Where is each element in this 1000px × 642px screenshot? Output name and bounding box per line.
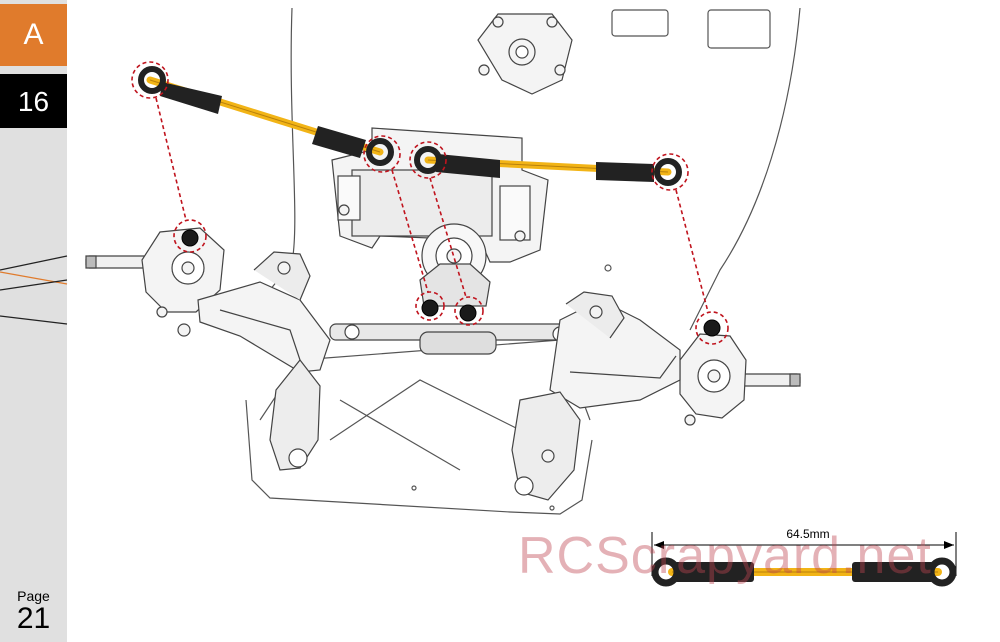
left-axle xyxy=(85,255,157,269)
dimension-arrow-left xyxy=(654,541,664,549)
section-badge: A xyxy=(0,4,67,66)
turnbuckle-length-label: 64.5mm xyxy=(786,527,830,541)
turnbuckle-left xyxy=(138,66,394,166)
callout-rod-end-left xyxy=(651,557,681,587)
sidebar-accent-lines xyxy=(0,255,68,325)
servo-ball-stud-left xyxy=(421,299,439,317)
page-label: Page xyxy=(17,588,50,604)
dimension-arrow-right xyxy=(944,541,954,549)
right-knuckle xyxy=(511,291,747,501)
left-knuckle xyxy=(141,227,331,471)
sidebar: A 16 Page 21 xyxy=(0,0,67,642)
page-number: 21 xyxy=(16,602,51,635)
ball-studs xyxy=(181,229,721,337)
rod-end-eye xyxy=(138,66,166,94)
right-ball-stud xyxy=(703,319,721,337)
steering-link xyxy=(329,323,581,355)
turnbuckle-right xyxy=(414,146,682,186)
turnbuckle-length-callout xyxy=(651,532,957,587)
step-number-badge: 16 xyxy=(0,74,67,128)
left-ball-stud xyxy=(181,229,199,247)
right-axle xyxy=(735,373,801,387)
steering-post xyxy=(477,13,573,95)
installation-leader-lines xyxy=(131,61,729,345)
callout-rod-end-right xyxy=(927,557,957,587)
servo-ball-stud-right xyxy=(459,304,477,322)
